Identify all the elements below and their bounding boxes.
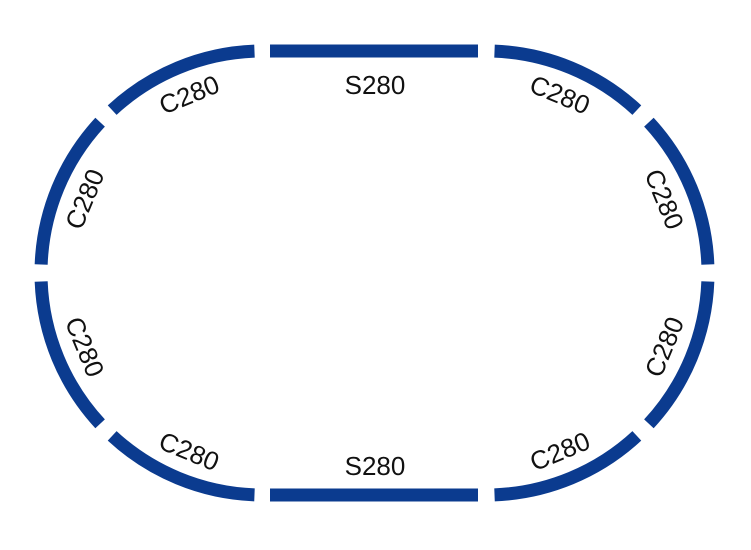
curve-track-bottom-right xyxy=(494,431,642,502)
curve-track-left-lower xyxy=(34,281,105,429)
straight-label-top: S280 xyxy=(345,70,406,100)
curve-track-top-left xyxy=(107,44,255,115)
straight-label-bottom: S280 xyxy=(345,451,406,481)
curve-track-top-right xyxy=(494,44,642,115)
curve-track-left-upper xyxy=(34,117,105,265)
curve-track-right-lower xyxy=(644,281,715,429)
curve-track-bottom-left xyxy=(107,431,255,502)
curve-track-right-upper xyxy=(644,117,715,265)
